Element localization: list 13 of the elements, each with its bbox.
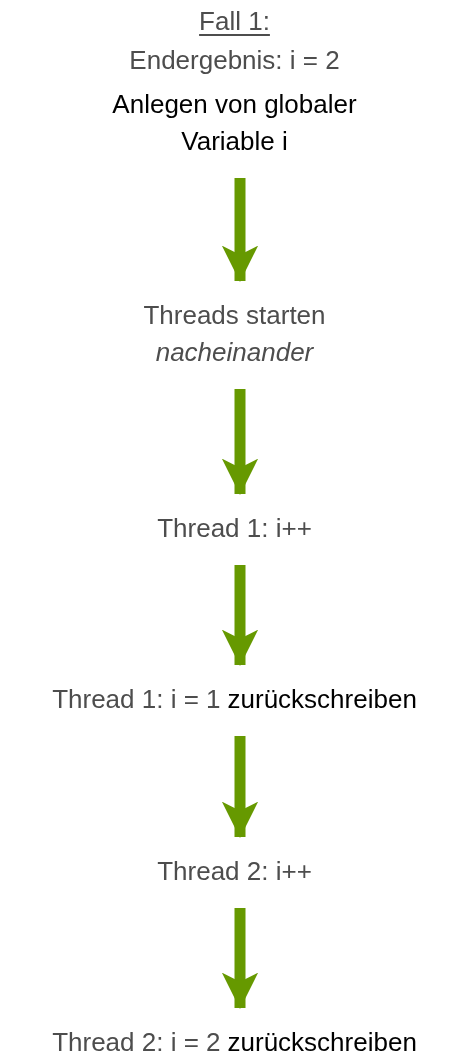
result-text: Endergebnis: i = 2 <box>129 44 340 77</box>
title: Fall 1: <box>199 5 270 38</box>
arrow <box>221 908 259 1009</box>
step-text: Anlegen von globaler Variable i <box>109 86 360 160</box>
arrow <box>221 736 259 838</box>
step-text: Thread 2: i++ <box>157 853 312 890</box>
step-text: Thread 1: i = 1 zurückschreiben <box>52 681 417 718</box>
arrow <box>221 565 259 666</box>
arrow <box>221 178 259 282</box>
step-text: Thread 2: i = 2 zurückschreiben <box>52 1024 417 1056</box>
arrow <box>221 389 259 495</box>
step-text: Thread 1: i++ <box>157 510 312 547</box>
step-text: Threads starten nacheinander <box>109 297 360 371</box>
